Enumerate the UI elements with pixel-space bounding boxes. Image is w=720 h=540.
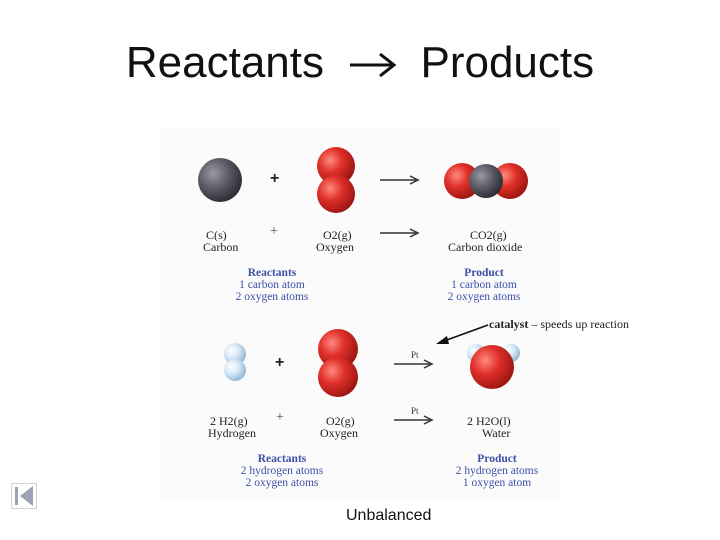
reactants-heading: Reactants (257, 453, 307, 465)
plus-sign-label: + (270, 224, 278, 239)
product-summary-1: Product 1 carbon atom 2 oxygen atoms (434, 267, 534, 303)
reaction2-arrow (394, 359, 434, 369)
catalyst-pt-label: Pt (411, 350, 419, 360)
right-arrow-icon (350, 53, 397, 78)
water-formula: 2 H2O(l) (467, 414, 511, 428)
oxygen-name: Oxygen (320, 426, 358, 440)
reactants-summary-2: Reactants 2 hydrogen atoms 2 oxygen atom… (222, 453, 342, 489)
product-heading: Product (477, 453, 517, 465)
carbon-name: Carbon (203, 240, 239, 254)
plus-sign: + (275, 354, 285, 371)
reactants-line: 1 carbon atom (239, 279, 305, 291)
product-line: 2 oxygen atoms (447, 291, 521, 303)
product-line: 1 oxygen atom (462, 477, 532, 489)
bar-icon (15, 487, 18, 505)
reaction1-arrow (380, 175, 420, 185)
reactants-line: 2 oxygen atoms (235, 291, 309, 303)
plus-sign: + (270, 170, 280, 187)
carbon-dioxide-molecule (444, 163, 528, 199)
water-molecule (467, 344, 520, 389)
co2-formula: CO2(g) (470, 228, 507, 242)
reactants-heading: Reactants (247, 267, 297, 279)
product-line: 2 hydrogen atoms (455, 465, 539, 477)
slide-title: Reactants Products (0, 38, 720, 88)
oxygen-formula: O2(g) (326, 414, 355, 428)
reactants-line: 2 hydrogen atoms (240, 465, 324, 477)
oxygen-formula: O2(g) (323, 228, 352, 242)
oxygen-molecule (317, 147, 355, 213)
hydrogen-formula: 2 H2(g) (210, 414, 248, 428)
product-summary-2: Product 2 hydrogen atoms 1 oxygen atom (437, 453, 557, 489)
title-reactants: Reactants (125, 38, 324, 87)
title-products: Products (420, 38, 595, 87)
catalyst-term: catalyst (489, 317, 529, 331)
catalyst-pointer-arrow (436, 324, 489, 344)
hydrogen-name: Hydrogen (208, 426, 256, 440)
carbon-atom (198, 158, 242, 202)
hydrogen-molecule (224, 343, 246, 381)
rewind-icon (20, 486, 33, 506)
reactants-summary-1: Reactants 1 carbon atom 2 oxygen atoms (222, 267, 322, 303)
co2-name: Carbon dioxide (448, 240, 523, 254)
oxygen-molecule-2 (318, 329, 358, 397)
catalyst-pt-label: Pt (411, 406, 419, 416)
carbon-formula: C(s) (206, 228, 227, 242)
product-line: 1 carbon atom (451, 279, 517, 291)
catalyst-annotation: catalyst – speeds up reaction (489, 317, 629, 332)
product-heading: Product (464, 267, 504, 279)
reactants-line: 2 oxygen atoms (245, 477, 319, 489)
plus-sign-label: + (276, 410, 284, 425)
footer-caption: Unbalanced (346, 507, 432, 524)
catalyst-description: – speeds up reaction (528, 317, 629, 331)
first-slide-button[interactable] (11, 483, 37, 509)
water-name: Water (482, 426, 511, 440)
reaction2-label-arrow (394, 415, 434, 425)
oxygen-name: Oxygen (316, 240, 354, 254)
reaction1-label-arrow (380, 228, 420, 238)
